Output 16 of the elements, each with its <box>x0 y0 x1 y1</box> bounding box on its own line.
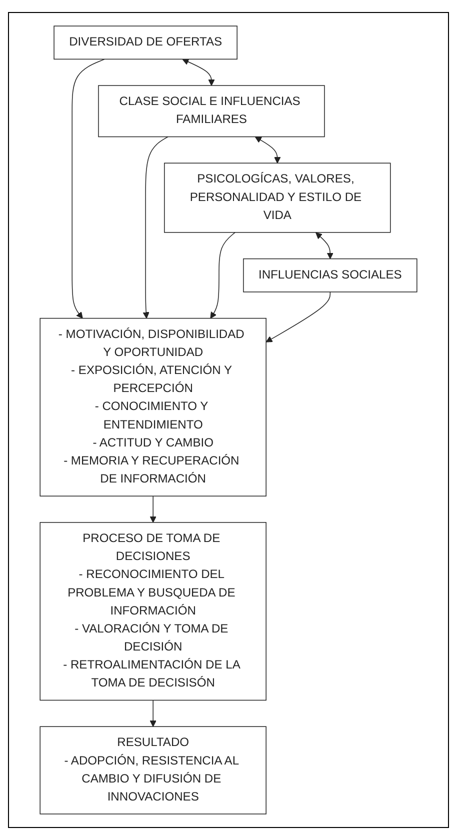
arrow <box>266 292 331 342</box>
node-box: DIVERSIDAD DE OFERTAS <box>54 26 238 60</box>
arrow <box>254 136 281 164</box>
node-box: INFLUENCIAS SOCIALES <box>243 258 418 292</box>
node-box: PSICOLOGÍCAS, VALORES, PERSONALIDAD Y ESTILO DE VIDA <box>164 162 391 233</box>
node-box: CLASE SOCIAL E INFLUENCIAS FAMILIARES <box>98 85 325 138</box>
node-box: RESULTADO - ADOPCIÓN, RESISTENCIA AL CAMBIO Y DIFUSIÓN DE INNOVACIONES <box>40 726 266 814</box>
arrow <box>72 58 106 319</box>
arrow <box>316 232 334 260</box>
node-box: PROCESO DE TOMA DE DECISIONES - RECONOCIMIENTO DEL PROBLEMA Y BUSQUEDA DE INFORMACIÓN - VALORACIÓN Y TOMA DE DECISIÓN - RETROALIMENTACIÓN DE LA TOMA DE DECISISÓN <box>40 522 266 701</box>
arrow <box>150 496 156 523</box>
arrow <box>142 136 168 319</box>
arrow <box>182 58 215 86</box>
node-box: - MOTIVACIÓN, DISPONIBILIDAD Y OPORTUNIDAD - EXPOSICIÓN, ATENCIÓN Y PERCEPCIÓN - CONOCIMIENTO Y ENTENDIMIENTO - ACTITUD Y CAMBIO - MEMORIA Y RECUPERACIÓN DE INFORMACIÓN <box>40 318 266 496</box>
arrow <box>210 232 236 319</box>
arrow <box>150 700 156 727</box>
